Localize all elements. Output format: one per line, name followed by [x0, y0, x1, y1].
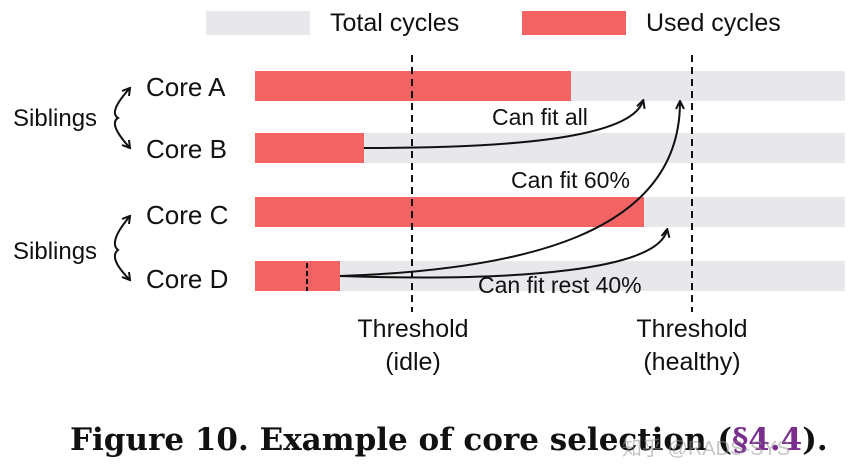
arrow-b-to-a	[363, 101, 643, 149]
threshold-healthy-sublabel: (healthy)	[643, 348, 740, 376]
core-selection-diagram: Total cycles Used cycles Core A Core B C…	[13, 9, 845, 376]
migration-arrows	[339, 101, 680, 279]
core-labels: Core A Core B Core C Core D	[146, 72, 228, 294]
sibling-bracket-bottom	[114, 215, 131, 281]
core-b-used-bar	[255, 133, 364, 163]
caption-suffix: ).	[802, 422, 828, 458]
legend-used-swatch	[522, 11, 626, 35]
arrow-d-to-a	[339, 102, 680, 277]
figure-caption: Figure 10. Example of core selection (§4…	[0, 412, 850, 466]
core-c-used-bar	[255, 197, 644, 227]
caption-section-ref[interactable]: §4.4	[732, 422, 803, 458]
sibling-groups: Siblings Siblings	[13, 86, 132, 282]
legend-total-swatch	[206, 11, 310, 35]
caption-text: Figure 10. Example of core selection (§4…	[70, 420, 828, 460]
caption-prefix: Figure 10. Example of core selection (	[70, 422, 733, 458]
core-label: Core D	[146, 264, 228, 294]
threshold-idle-sublabel: (idle)	[385, 348, 441, 376]
sibling-group-label: Siblings	[13, 105, 97, 132]
core-label: Core C	[146, 200, 228, 230]
threshold-idle-label: Threshold	[357, 315, 468, 343]
annotations: Can fit all Can fit 60% Can fit rest 40%	[478, 104, 642, 298]
legend-used-label: Used cycles	[646, 9, 781, 37]
thresholds: Threshold (idle) Threshold (healthy)	[357, 55, 748, 376]
sibling-bracket-top	[114, 87, 131, 149]
core-d-used-bar	[255, 261, 340, 291]
annotation-fit-all: Can fit all	[492, 104, 588, 130]
annotation-fit-60: Can fit 60%	[511, 167, 630, 193]
annotation-fit-rest: Can fit rest 40%	[478, 272, 642, 298]
core-label: Core B	[146, 134, 227, 164]
core-bars	[255, 71, 845, 291]
legend: Total cycles Used cycles	[206, 9, 781, 37]
threshold-healthy-label: Threshold	[636, 315, 747, 343]
watermark: 知乎 @RADS-SYS	[622, 438, 791, 460]
core-label: Core A	[146, 72, 226, 102]
sibling-group-label: Siblings	[13, 238, 97, 265]
arrow-d-to-c	[339, 230, 667, 279]
legend-total-label: Total cycles	[330, 9, 459, 37]
